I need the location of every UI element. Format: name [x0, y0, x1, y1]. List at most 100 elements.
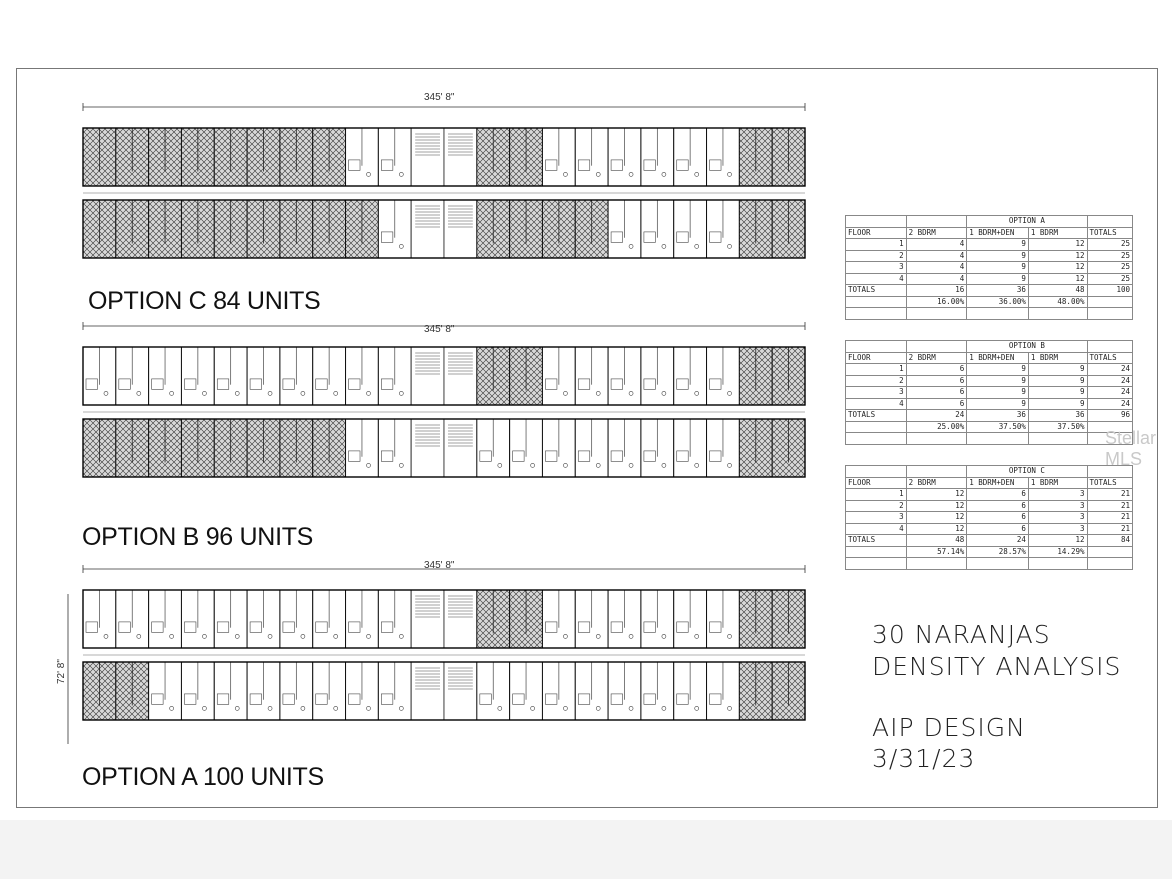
fixture [676, 231, 689, 243]
fixture [563, 463, 568, 468]
table-cell: 9 [966, 363, 1029, 376]
fixture [381, 621, 394, 633]
table-percent-cell: 37.50% [1027, 420, 1088, 433]
table-cell: 12 [905, 511, 968, 524]
table-cell [905, 340, 968, 353]
fixture [315, 693, 328, 705]
building-wall [82, 661, 806, 721]
table-cell: 3 [845, 511, 907, 524]
table-header: 2 BDRM [905, 476, 968, 489]
fixture [709, 693, 722, 705]
fixture [366, 706, 371, 711]
fixture [399, 172, 404, 177]
table-cell [845, 465, 907, 478]
table-header: FLOOR [845, 226, 907, 239]
fixture [628, 172, 634, 177]
table-cell: 2 [845, 249, 907, 262]
table-cell [966, 307, 1029, 320]
table-cell: 21 [1086, 499, 1133, 512]
fixture [643, 231, 656, 243]
fixture [282, 378, 295, 390]
table-total-cell: 96 [1086, 409, 1133, 422]
table-cell: 6 [966, 511, 1029, 524]
stair-core [443, 346, 478, 406]
table-cell: 4 [905, 272, 968, 285]
table-header: TOTALS [1086, 351, 1133, 364]
fixture [563, 706, 568, 711]
fixture [661, 706, 667, 711]
fixture [348, 378, 361, 390]
fixture [399, 463, 404, 468]
table-cell: 25 [1086, 261, 1133, 274]
table-percent-cell [1086, 295, 1133, 308]
table-cell: 2 [845, 499, 907, 512]
table-cell: 6 [905, 363, 968, 376]
table-cell [905, 465, 968, 478]
building-wall [82, 589, 806, 649]
fixture [661, 172, 667, 177]
table-header: 2 BDRM [905, 226, 968, 239]
table-cell: 4 [845, 522, 907, 535]
fixture [381, 159, 394, 171]
fixture [545, 693, 558, 705]
watermark: Stellar MLS [1105, 428, 1157, 469]
dimension-length-c: 345' 8" [424, 92, 455, 103]
fixture [267, 391, 273, 396]
fixture [577, 450, 591, 462]
table-cell [845, 557, 907, 570]
table-percent-cell: 37.50% [966, 420, 1029, 433]
fixture [348, 621, 361, 633]
fixture [530, 706, 535, 711]
table-cell: 3 [845, 261, 907, 274]
fixture [643, 621, 656, 633]
fixture [151, 621, 164, 633]
table-cell: 2 [845, 374, 907, 387]
fixture [399, 244, 404, 249]
fixture [282, 693, 295, 705]
table-total-cell: 16 [905, 284, 968, 297]
table-total-cell: 24 [966, 534, 1029, 547]
fixture [577, 378, 591, 390]
designer: AIP DESIGN [872, 713, 1026, 742]
fixture [512, 450, 525, 462]
fixture [694, 172, 700, 177]
fixture [85, 621, 98, 633]
stair-core [410, 661, 445, 721]
stair-core [410, 127, 445, 187]
table-cell: 9 [966, 397, 1029, 410]
fixture [676, 621, 689, 633]
fixture [709, 159, 722, 171]
fixture [184, 378, 197, 390]
table-cell [1086, 557, 1133, 570]
table-cell: 12 [905, 499, 968, 512]
plan-option-c [82, 103, 806, 259]
fixture [151, 693, 164, 705]
table-total-cell: TOTALS [845, 284, 907, 297]
table-cell: 12 [905, 522, 968, 535]
table-cell: 25 [1086, 272, 1133, 285]
table-header: 2 BDRM [905, 351, 968, 364]
table-total-cell: 24 [905, 409, 968, 422]
table-header: FLOOR [845, 351, 907, 364]
table-cell: 3 [1027, 488, 1088, 501]
table-cell: 4 [845, 272, 907, 285]
table-cell: 12 [1027, 249, 1088, 262]
fixture [545, 159, 558, 171]
table-caption: OPTION C [966, 465, 1088, 478]
dimension-length-b: 345' 8" [424, 324, 455, 335]
table-cell: 24 [1086, 397, 1133, 410]
fixture [267, 634, 273, 639]
fixture [545, 621, 558, 633]
project-subtitle: DENSITY ANALYSIS [872, 652, 1122, 681]
project-title: 30 NARANJAS [872, 620, 1051, 649]
fixture [202, 634, 207, 639]
table-cell: 6 [966, 522, 1029, 535]
